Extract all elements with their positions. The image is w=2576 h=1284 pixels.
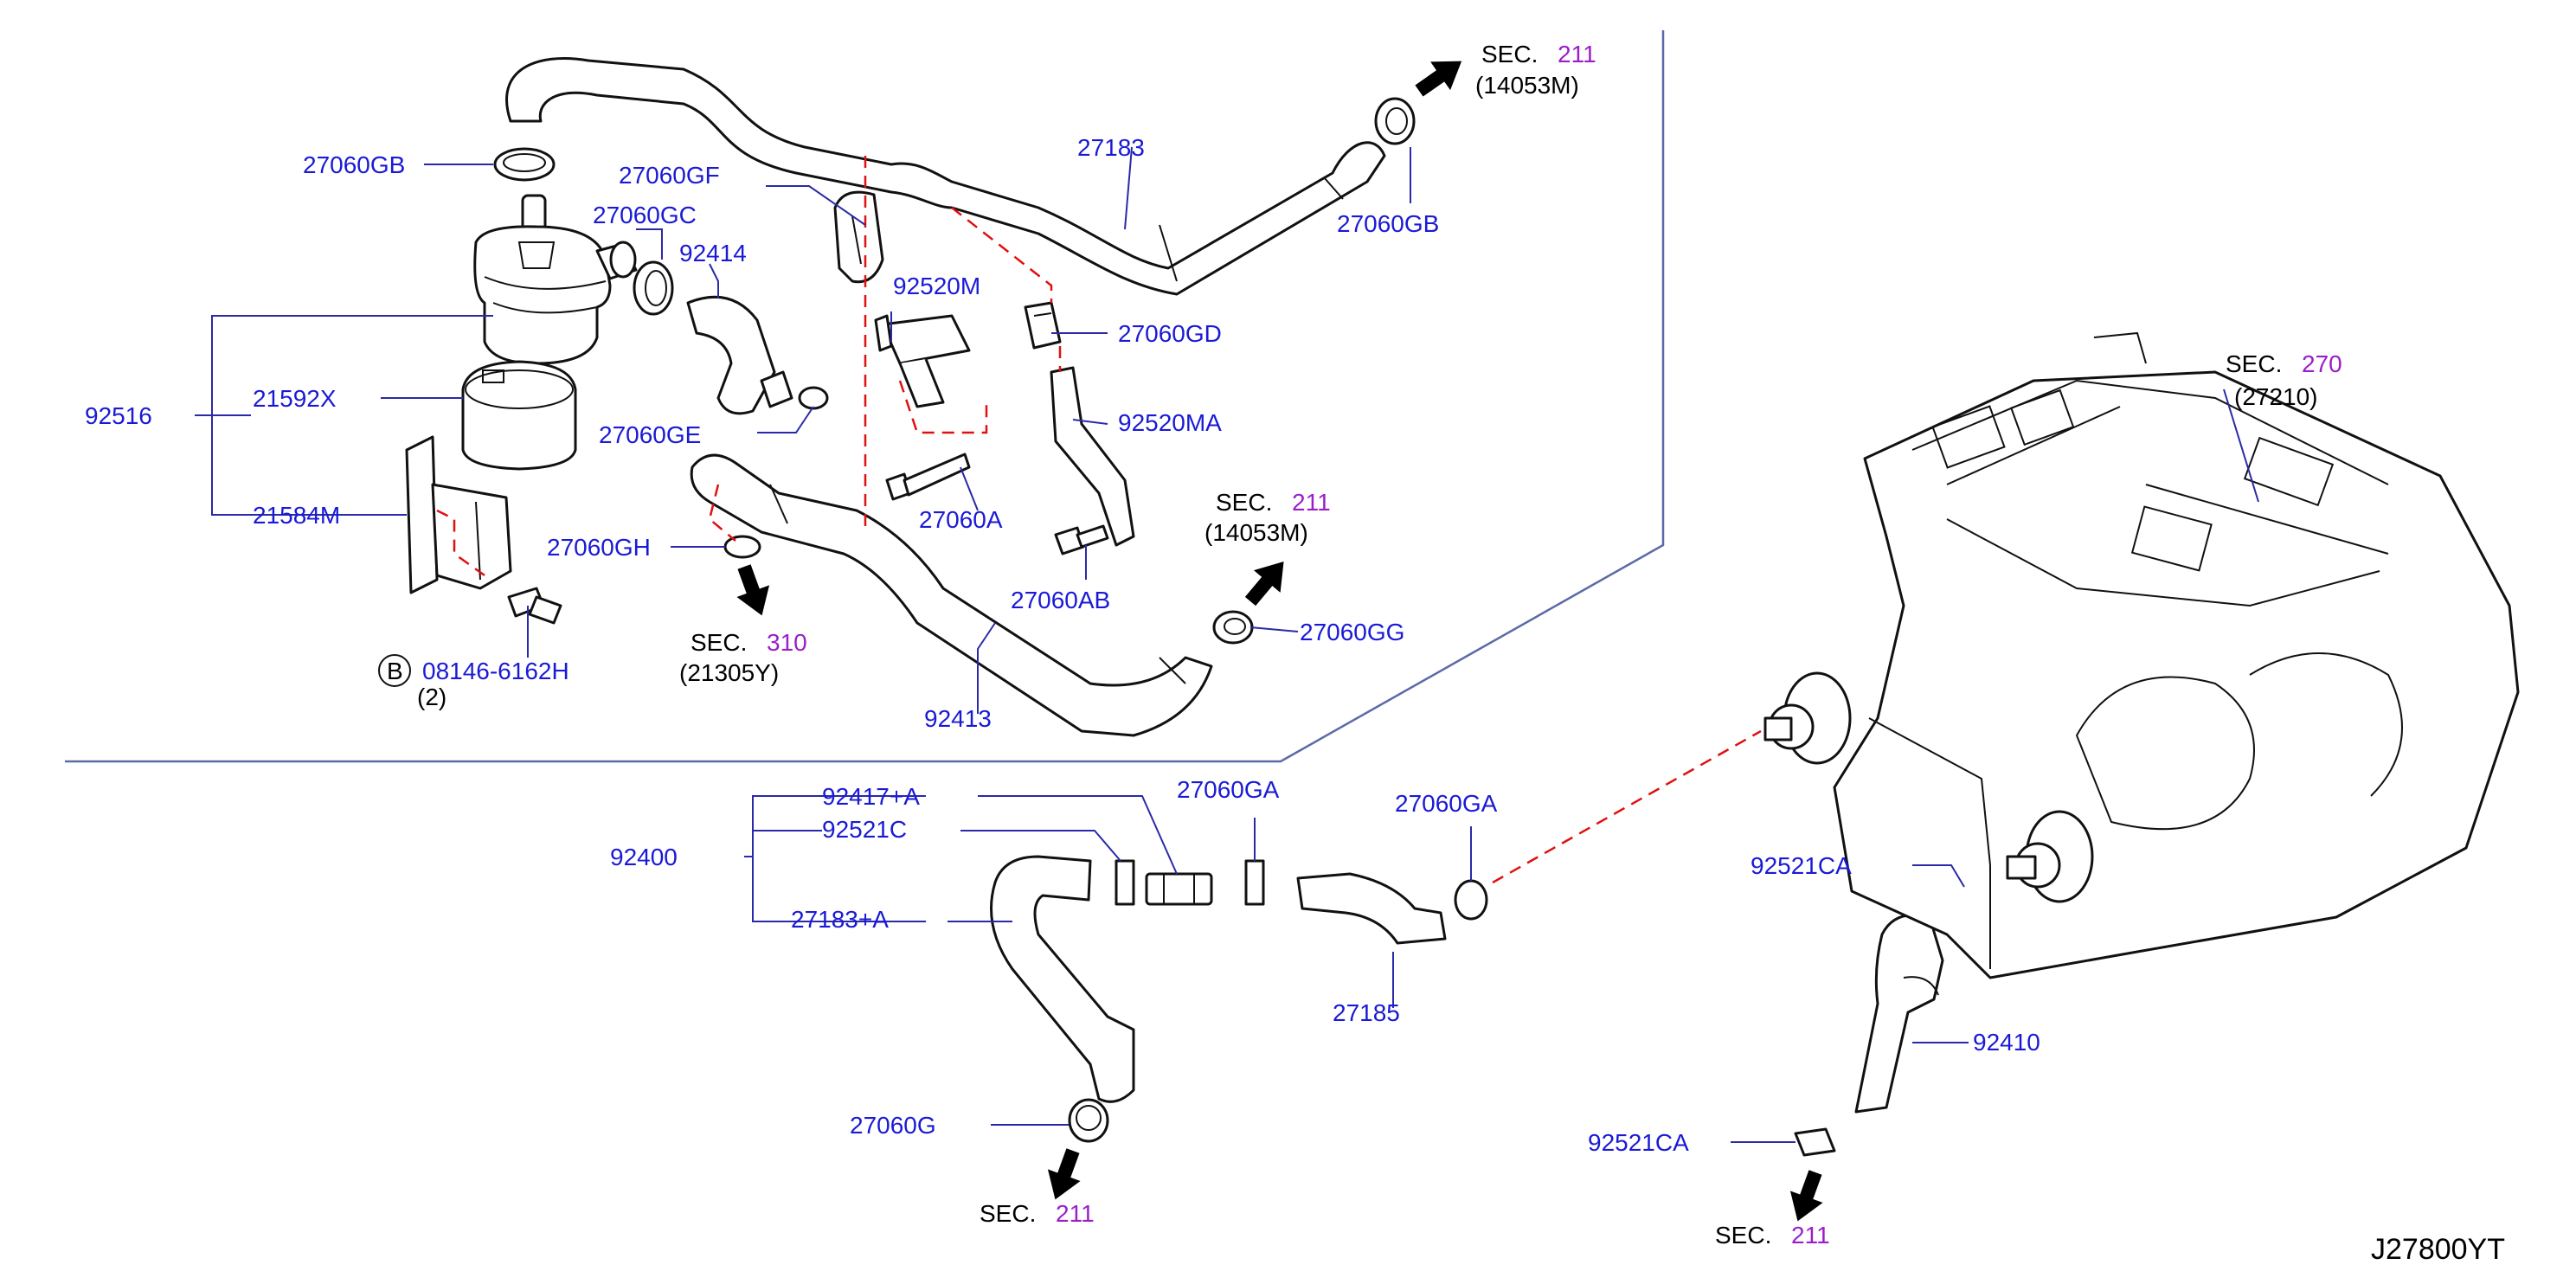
clamp-27060GC-icon [633, 260, 674, 316]
label-92400: 92400 [610, 844, 678, 870]
clip-92521C-icon [1115, 859, 1135, 906]
label-27060A: 27060A [919, 506, 1003, 533]
label-92520MA: 92520MA [1118, 409, 1222, 436]
sec-ref-3-number: 310 [767, 629, 807, 656]
bracket-21584M-icon [405, 435, 512, 594]
sec-ref-2-code: (14053M) [1204, 519, 1308, 546]
sec-ref-4-code: (27210) [2234, 383, 2318, 410]
hose-92413-icon [690, 453, 1213, 737]
label-21592X: 21592X [253, 385, 337, 412]
hose-92414-icon [686, 295, 793, 415]
sec-ref-6-number: 211 [1791, 1222, 1830, 1249]
label-27060G: 27060G [850, 1112, 936, 1139]
sec-ref-1-number: 211 [1558, 41, 1596, 67]
label-27060GH: 27060GH [547, 534, 651, 561]
circle-b-marker [378, 654, 411, 687]
label-27183A: 27183+A [791, 906, 889, 933]
section-border [65, 30, 1665, 763]
label-27060GC: 27060GC [593, 202, 697, 228]
label-92413: 92413 [924, 705, 992, 732]
label-92417A: 92417+A [822, 783, 920, 810]
bolt-27060A-icon [885, 453, 971, 501]
label-27060AB: 27060AB [1011, 587, 1110, 613]
label-27060GF: 27060GF [619, 162, 720, 189]
bracket-92520M-icon [874, 314, 971, 408]
diagram-code: J27800YT [2371, 1233, 2505, 1266]
clamp-27060GE-icon [798, 386, 829, 410]
dashed-connector [708, 484, 736, 542]
circle-b-letter: B [387, 658, 403, 684]
label-08146-6162H: 08146-6162H [422, 658, 569, 684]
arrow-icon [1415, 61, 1462, 97]
bolt-08146-icon [507, 587, 562, 625]
label-quantity: (2) [417, 684, 446, 710]
hose-27183-icon [505, 57, 1386, 296]
sec-ref-2-prefix: SEC. [1216, 489, 1272, 516]
label-21584M: 21584M [253, 502, 340, 529]
hose-92410-icon [1854, 914, 1944, 1114]
clamp-27060GH-icon [723, 535, 761, 559]
arrow-icon [736, 564, 770, 616]
arrow-icon [1047, 1148, 1081, 1200]
arrow-icon [1789, 1170, 1823, 1222]
sec-ref-4-number: 270 [2302, 350, 2342, 377]
label-92516: 92516 [85, 402, 152, 429]
label-27060GA-right: 27060GA [1395, 790, 1498, 817]
clip-27060GF-icon [833, 190, 884, 284]
clamp-27060GB-icon [493, 147, 556, 182]
clip-92521CA-lower-icon [1794, 1127, 1836, 1157]
joint-92417A-icon [1145, 872, 1213, 906]
sec-ref-6-prefix: SEC. [1715, 1222, 1771, 1249]
sec-ref-5-prefix: SEC. [980, 1200, 1036, 1227]
label-92414: 92414 [679, 240, 747, 266]
dashed-connector [898, 380, 988, 434]
sec-ref-5-number: 211 [1056, 1200, 1095, 1227]
label-27060GG: 27060GG [1300, 619, 1404, 645]
hose-27183A-icon [990, 855, 1135, 1103]
clamp-27060GB-right-icon [1374, 97, 1416, 145]
leader-lines [195, 146, 2259, 1143]
sec-ref-4-prefix: SEC. [2226, 350, 2282, 377]
dashed-connector [1492, 729, 1762, 884]
label-27060GA: 27060GA [1177, 776, 1280, 803]
sec-ref-3-code: (21305Y) [679, 659, 779, 686]
label-27060GE: 27060GE [599, 421, 701, 448]
clamp-27060GG-icon [1212, 610, 1254, 645]
heater-unit-icon [1763, 331, 2520, 979]
bolt-27060AB-icon [1054, 524, 1109, 555]
sec-ref-3-prefix: SEC. [691, 629, 747, 656]
water-pump-icon [473, 194, 638, 365]
clip-27060GA-icon [1244, 859, 1265, 906]
pump-cover-21592X-icon [461, 360, 577, 471]
label-92521CA-lower: 92521CA [1588, 1129, 1689, 1156]
sec-ref-1-prefix: SEC. [1481, 41, 1538, 67]
label-92521C: 92521C [822, 816, 907, 843]
hose-27185-icon [1296, 872, 1447, 945]
sec-ref-1-code: (14053M) [1475, 72, 1579, 99]
label-27060GB-right: 27060GB [1337, 210, 1439, 237]
label-92521CA: 92521CA [1751, 852, 1852, 879]
clip-27060GD-icon [1024, 301, 1062, 350]
label-92520M: 92520M [893, 273, 980, 299]
label-92410: 92410 [1973, 1029, 2040, 1056]
clamp-27060G-icon [1068, 1098, 1109, 1143]
sec-ref-2-number: 211 [1292, 489, 1331, 516]
label-27183: 27183 [1077, 134, 1145, 161]
clamp-27060GA-right-icon [1454, 879, 1488, 921]
label-27060GB: 27060GB [303, 151, 405, 178]
arrow-icon [1244, 562, 1284, 607]
bracket-92520MA-icon [1050, 366, 1135, 547]
label-27185: 27185 [1333, 999, 1400, 1026]
label-27060GD: 27060GD [1118, 320, 1222, 347]
dashed-connector [951, 207, 1053, 303]
